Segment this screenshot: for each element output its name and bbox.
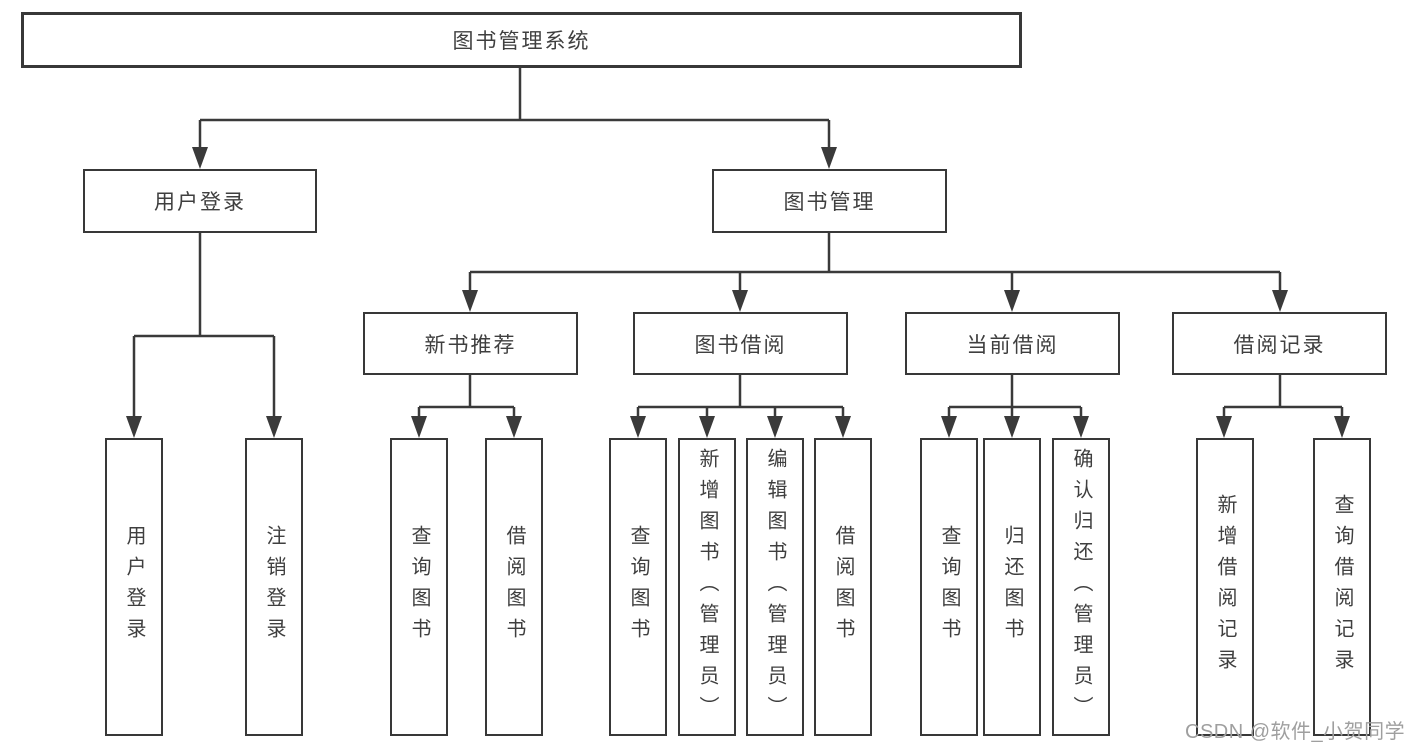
leaf-user-login: 用户登录 xyxy=(105,438,163,736)
leaf-query-borrow-record: 查询借阅记录 xyxy=(1313,438,1371,736)
leaf-confirm-return-admin: 确认归还（管理员） xyxy=(1052,438,1110,736)
csdn-watermark: CSDN @软件_小贺同学 xyxy=(1185,721,1405,743)
node-book-borrowing: 图书借阅 xyxy=(633,312,848,375)
node-new-book-recommendation: 新书推荐 xyxy=(363,312,578,375)
leaf-query-books: 查询图书 xyxy=(920,438,978,736)
node-label: 注销登录 xyxy=(263,525,285,649)
node-label: 确认归还（管理员） xyxy=(1070,447,1092,727)
node-borrowing-records: 借阅记录 xyxy=(1172,312,1387,375)
node-book-management: 图书管理 xyxy=(712,169,947,233)
node-label: 当前借阅 xyxy=(966,333,1059,357)
leaf-borrow-books: 借阅图书 xyxy=(814,438,872,736)
node-label: 用户登录 xyxy=(154,191,246,214)
connector-arrowheads xyxy=(126,147,1350,438)
node-library-management-system: 图书管理系统 xyxy=(21,12,1022,68)
node-label: 借阅记录 xyxy=(1233,333,1326,357)
leaf-query-books: 查询图书 xyxy=(390,438,448,736)
leaf-borrow-books: 借阅图书 xyxy=(485,438,543,736)
node-label: 新书推荐 xyxy=(424,333,517,357)
leaf-edit-books-admin: 编辑图书（管理员） xyxy=(746,438,804,736)
leaf-add-borrow-record: 新增借阅记录 xyxy=(1196,438,1254,736)
node-label: 用户登录 xyxy=(123,525,145,649)
node-current-borrowing: 当前借阅 xyxy=(905,312,1120,375)
connector-lines xyxy=(132,68,1344,420)
node-label: 借阅图书 xyxy=(832,525,854,649)
node-label: 查询借阅记录 xyxy=(1331,494,1353,680)
node-label: 查询图书 xyxy=(938,525,960,649)
leaf-logout: 注销登录 xyxy=(245,438,303,736)
node-label: 图书管理系统 xyxy=(452,30,591,53)
leaf-return-books: 归还图书 xyxy=(983,438,1041,736)
node-label: 借阅图书 xyxy=(503,525,525,649)
leaf-query-books: 查询图书 xyxy=(609,438,667,736)
node-label: 图书管理 xyxy=(783,191,876,214)
node-user-login: 用户登录 xyxy=(83,169,317,233)
node-label: 图书借阅 xyxy=(694,333,787,357)
node-label: 归还图书 xyxy=(1001,525,1023,649)
node-label: 查询图书 xyxy=(408,525,430,649)
leaf-add-books-admin: 新增图书（管理员） xyxy=(678,438,736,736)
node-label: 编辑图书（管理员） xyxy=(764,447,786,727)
node-label: 查询图书 xyxy=(627,525,649,649)
node-label: 新增图书（管理员） xyxy=(696,447,718,727)
node-label: 新增借阅记录 xyxy=(1214,494,1236,680)
